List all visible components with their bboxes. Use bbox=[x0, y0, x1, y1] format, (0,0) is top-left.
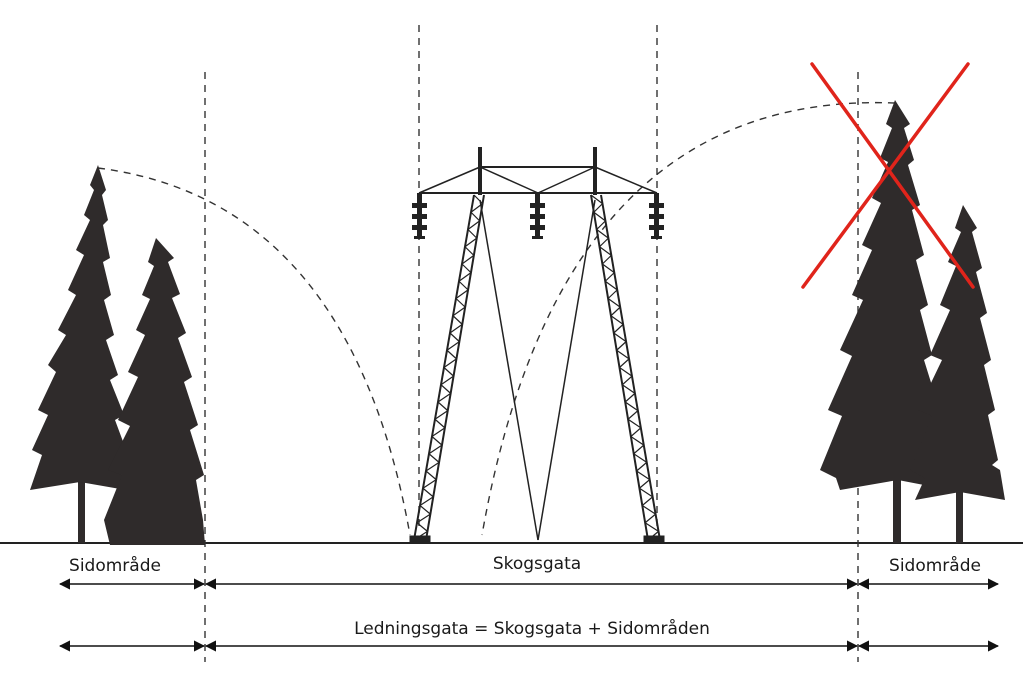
red-cross-icon bbox=[801, 62, 975, 289]
tree-left-short bbox=[104, 238, 205, 545]
tree-left-tall bbox=[30, 165, 128, 543]
fall-arc-left-tree bbox=[97, 167, 411, 536]
label-side-left: Sidområde bbox=[69, 555, 161, 576]
label-equation: Ledningsgata = Skogsgata + Sidområden bbox=[354, 618, 710, 639]
label-forest-gap: Skogsgata bbox=[493, 554, 581, 574]
insulator-right bbox=[649, 193, 664, 239]
left-tree-group bbox=[30, 165, 205, 545]
tree-right-short bbox=[910, 205, 1005, 543]
insulator-center bbox=[530, 193, 545, 239]
tree-right-tall bbox=[820, 100, 950, 543]
right-tree-group bbox=[820, 100, 1005, 543]
label-side-right: Sidområde bbox=[889, 555, 981, 576]
insulator-left bbox=[412, 193, 427, 239]
